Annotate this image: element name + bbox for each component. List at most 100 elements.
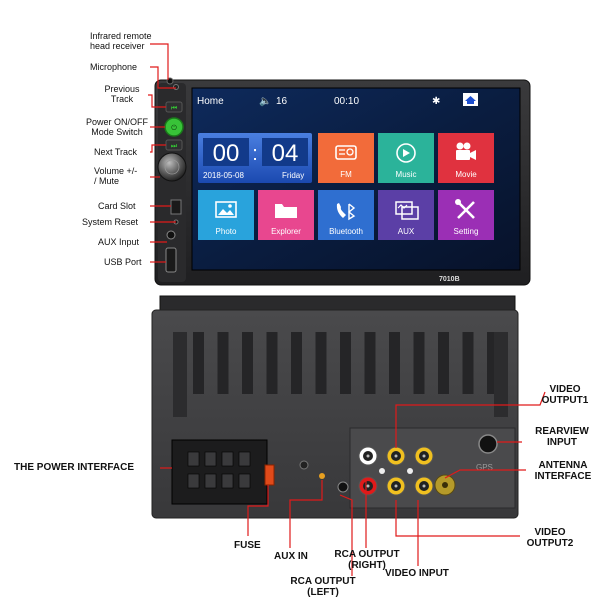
app-tile-photo[interactable]: Photo: [198, 190, 254, 240]
fin: [487, 332, 498, 394]
home-icon: [465, 96, 476, 104]
app-tile-setting[interactable]: Setting: [438, 190, 494, 240]
rca-jack[interactable]: [358, 446, 378, 466]
aux-icon: [395, 201, 419, 220]
front-unit: ⏮ ⏻ ⏭ Home 🔈 16 00:10 ✱ 00 : 04 20: [154, 77, 531, 286]
tile-background: [318, 133, 374, 183]
tile-label: AUX: [398, 227, 415, 236]
rca-jack[interactable]: [414, 446, 434, 466]
label-aux-in: AUX IN: [274, 551, 308, 562]
rca-jack[interactable]: [414, 476, 434, 496]
clock-minutes: 04: [272, 140, 299, 167]
app-tile-aux[interactable]: AUX: [378, 190, 434, 240]
movie-camera-icon: [456, 142, 476, 160]
tile-label: Music: [396, 170, 417, 179]
tile-label: Bluetooth: [329, 227, 363, 236]
rear-unit: GPS: [151, 295, 519, 519]
rearview-input-jack[interactable]: [478, 434, 498, 454]
power-icon: ⏻: [171, 124, 177, 132]
knob-ring: [164, 159, 180, 175]
tile-label: FM: [340, 170, 352, 179]
rca-jacks: [358, 446, 434, 496]
volume-knob[interactable]: [157, 152, 187, 182]
leader-rca-left: [339, 494, 353, 576]
connector-pin: [187, 473, 200, 489]
label-next-track: Next Track: [94, 147, 138, 157]
rca-jack-pin: [366, 484, 370, 488]
clock-date: 2018-05-08: [203, 171, 244, 180]
fin: [364, 332, 376, 394]
aux-jack[interactable]: [166, 230, 176, 240]
label-usb-port: USB Port: [104, 257, 142, 267]
leader-next: [150, 144, 166, 153]
clock-colon: :: [252, 143, 258, 165]
tile-background: [438, 190, 494, 240]
tile-label: Explorer: [271, 227, 301, 236]
previous-icon: ⏮: [171, 104, 177, 112]
rca-jack-pin: [366, 454, 370, 458]
label-power-mode: Power ON/OFF Mode Switch: [85, 117, 148, 137]
fin: [266, 332, 278, 394]
antenna-pin: [442, 482, 448, 488]
usb-port[interactable]: [165, 247, 177, 273]
clock-weekday: Friday: [282, 171, 304, 180]
power-interface-connector[interactable]: [171, 439, 268, 505]
fin: [413, 332, 425, 394]
leader-infrared: [150, 43, 169, 80]
model-label: 7010B: [439, 276, 460, 283]
app-tile-explorer[interactable]: Explorer: [258, 190, 314, 240]
clock-hours: 00: [213, 140, 240, 167]
label-aux-input: AUX Input: [98, 237, 140, 247]
label-volume: Volume +/- / Mute: [94, 166, 138, 186]
screen-volume-level: 16: [276, 96, 288, 107]
label-rca-output-right: RCA OUTPUT (RIGHT): [334, 549, 400, 571]
leader-lines: [148, 43, 546, 576]
label-infrared: Infrared remote head receiver: [90, 31, 152, 51]
leader-antenna: [444, 469, 526, 479]
leader-video-output2: [395, 500, 520, 537]
fin-edge: [173, 332, 187, 417]
label-rearview-input: REARVIEW INPUT: [535, 426, 589, 448]
radio-icon: [335, 145, 357, 160]
bluetooth-status-icon: ✱: [432, 96, 440, 107]
card-slot[interactable]: [170, 199, 182, 215]
connector-pin: [204, 451, 217, 467]
rca-jack-pin: [394, 454, 398, 458]
app-tile-movie[interactable]: Movie: [438, 133, 494, 183]
connector-pin: [221, 473, 234, 489]
headphones-icon: [396, 143, 416, 163]
cooling-fins: [173, 332, 508, 417]
app-tile-bluetooth[interactable]: Bluetooth: [318, 190, 374, 240]
fin: [438, 332, 449, 394]
fin: [462, 332, 474, 394]
clock-minute-box: [262, 138, 308, 166]
app-tile-fm[interactable]: FM: [318, 133, 374, 183]
fin-edge: [494, 332, 508, 417]
app-tile-music[interactable]: Music: [378, 133, 434, 183]
rca-jack[interactable]: [386, 446, 406, 466]
label-video-input: VIDEO INPUT: [385, 568, 449, 579]
connector-pin: [187, 451, 200, 467]
screw-hole: [299, 460, 309, 470]
label-video-output1: VIDEO OUTPUT1: [541, 384, 589, 406]
fin: [315, 332, 327, 394]
leader-aux-in: [289, 480, 323, 548]
rca-jack[interactable]: [358, 476, 378, 496]
label-rca-output-left: RCA OUTPUT (LEFT): [290, 576, 356, 598]
screen-home-label[interactable]: Home: [197, 96, 224, 107]
speaker-icon: 🔈: [259, 96, 271, 107]
aux-in-led: [319, 473, 325, 479]
rca-jack[interactable]: [386, 476, 406, 496]
rca-jack-pin: [422, 454, 426, 458]
fin: [217, 332, 229, 394]
rca-jack-pin: [422, 484, 426, 488]
tools-icon: [455, 199, 475, 219]
clock-hour-box: [203, 138, 249, 166]
tile-background: [378, 190, 434, 240]
label-antenna-interface: ANTENNA INTERFACE: [534, 460, 592, 482]
connector-pin: [221, 451, 234, 467]
aux-in-jack[interactable]: [337, 481, 349, 493]
label-microphone: Microphone: [90, 62, 138, 72]
fuse: [264, 464, 275, 486]
